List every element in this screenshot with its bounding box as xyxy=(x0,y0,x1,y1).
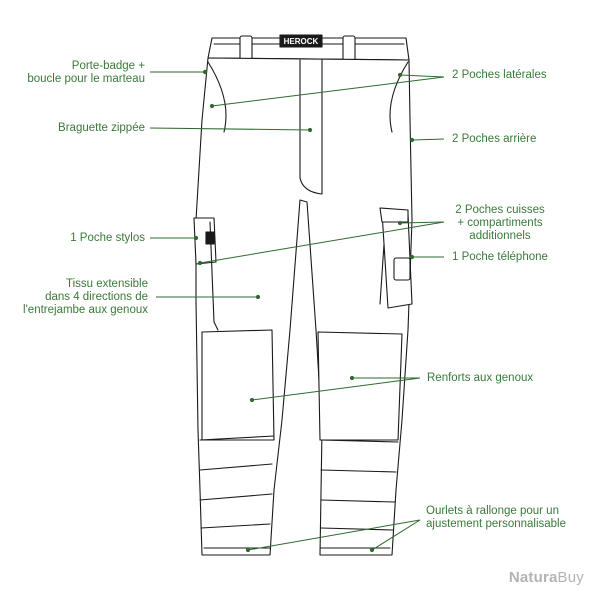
pants-outline xyxy=(195,57,413,556)
left-side-seam xyxy=(209,221,219,331)
label-poches-arriere: 2 Poches arrière xyxy=(452,133,537,145)
leader-lines xyxy=(149,69,445,553)
knee-band-right xyxy=(319,439,399,531)
label-tissu: Tissu extensible dans 4 directions de l'… xyxy=(23,278,148,316)
watermark-part2: Buy xyxy=(557,569,584,586)
label-poches-laterales: 2 Poches latérales xyxy=(452,69,547,81)
knee-panel-left xyxy=(201,329,275,441)
phone-pocket xyxy=(393,257,411,281)
brand-text: HEROCK xyxy=(284,37,319,46)
label-ourlets: Ourlets à rallonge pour un ajustement pe… xyxy=(426,505,567,530)
watermark: NaturaBuy xyxy=(509,569,584,586)
cargo-zip xyxy=(379,243,385,305)
front-pocket-left xyxy=(207,61,227,133)
front-pocket-right xyxy=(389,61,409,133)
label-poche-stylos: 1 Poche stylos xyxy=(70,232,145,244)
label-poche-telephone: 1 Poche téléphone xyxy=(452,251,548,263)
label-braguette: Braguette zippée xyxy=(58,122,145,134)
watermark-part1: Natura xyxy=(508,569,558,586)
label-porte-badge: Porte-badge + boucle pour le marteau xyxy=(27,60,145,85)
brand-tag xyxy=(279,34,323,48)
cargo-flap xyxy=(379,207,409,223)
pants-drawing xyxy=(193,34,413,556)
label-poches-cuisses: 2 Poches cuisses + compartiments additio… xyxy=(455,204,545,242)
fly-stitch xyxy=(299,59,323,195)
label-renforts: Renforts aux genoux xyxy=(427,372,534,384)
knee-band-left xyxy=(199,435,275,529)
